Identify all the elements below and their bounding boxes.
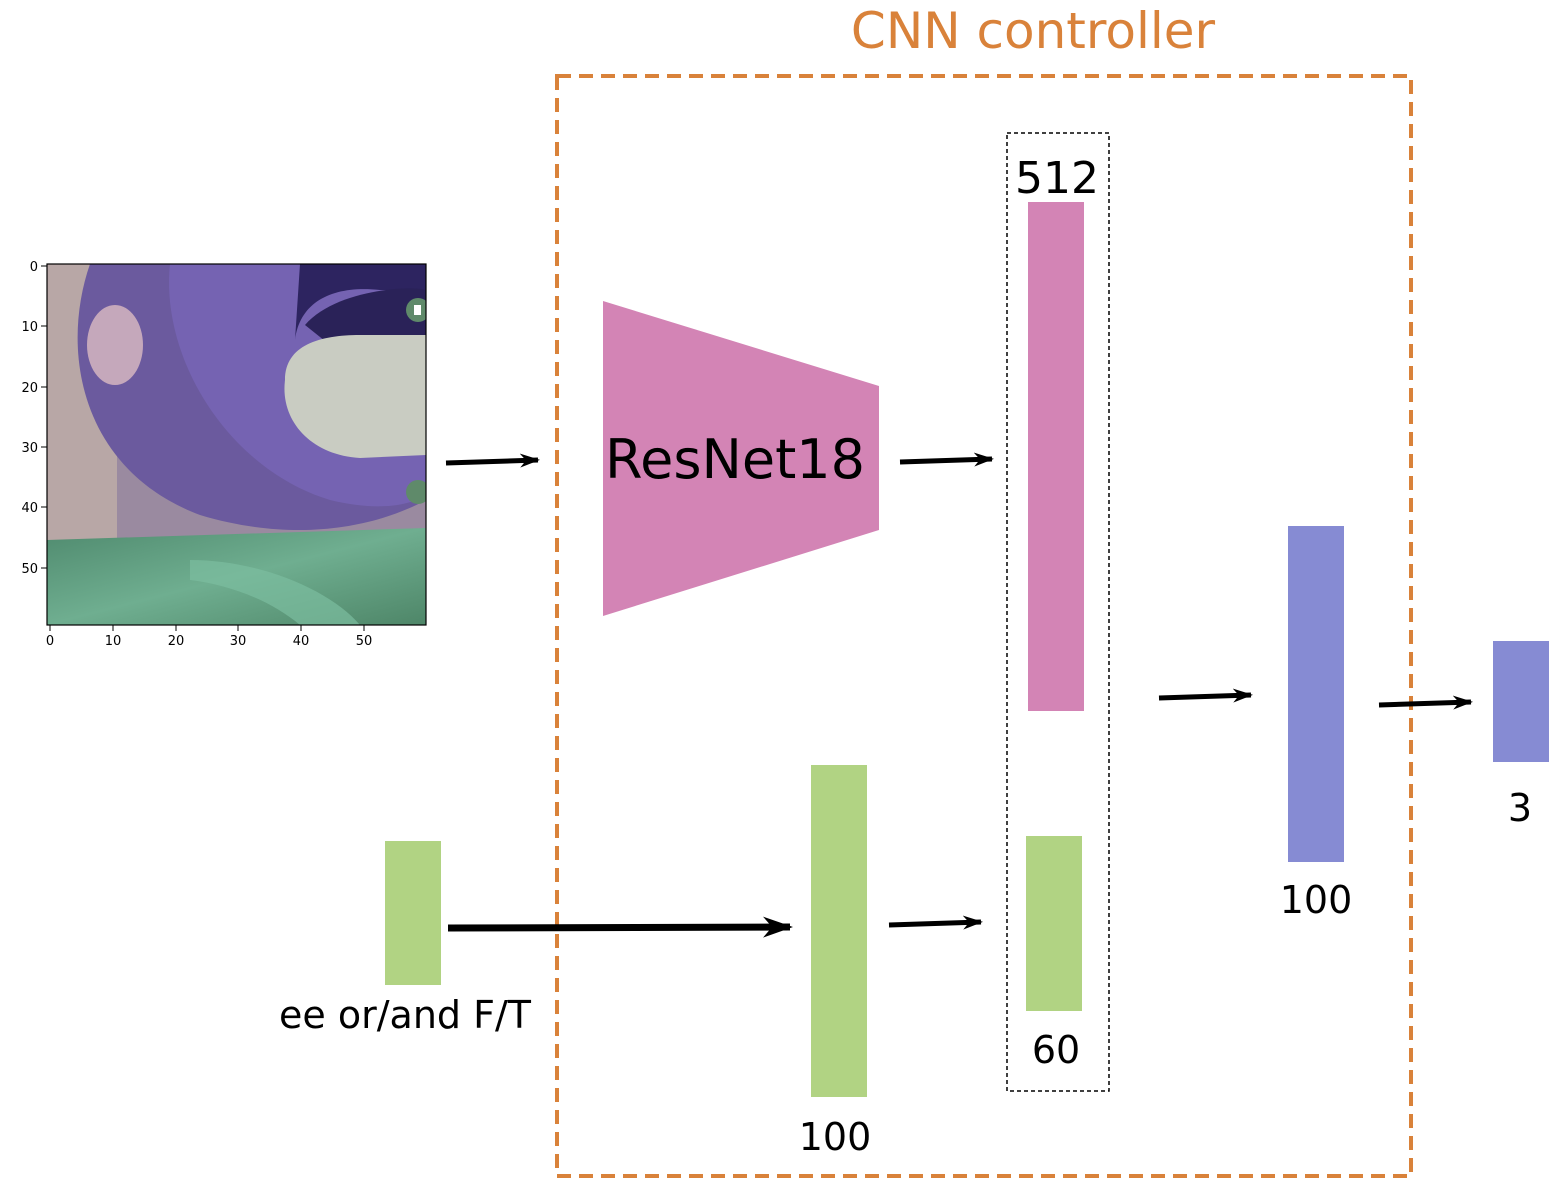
feature-512-label: 512 [1015,153,1099,204]
hidden-100-bar [1288,526,1344,862]
image-y-axis: 0 10 20 30 40 50 [21,260,47,577]
state-input-bar [385,841,441,985]
state-fc-100-bar [811,765,867,1097]
state-input-label: ee or/and F/T [279,993,532,1037]
resnet18-label: ResNet18 [605,428,865,491]
y-tick-label: 40 [21,501,38,516]
x-tick-label: 0 [46,634,54,649]
x-tick-label: 10 [105,634,122,649]
feature-60-bar [1026,836,1082,1011]
output-3-bar [1493,641,1549,762]
image-x-axis: 0 10 20 30 40 50 [46,625,372,649]
arrow-state-to-fc [447,916,793,938]
arrow-fc-to-concat [888,915,983,930]
y-tick-label: 20 [21,381,38,396]
arrow-concat-to-hidden [1158,688,1253,703]
concat-box [1006,132,1110,1092]
resnet18-block [603,301,879,616]
arrow-hidden-to-output [1378,695,1473,710]
y-tick-label: 30 [21,441,38,456]
y-tick-label: 50 [21,562,38,577]
state-fc-100-label: 100 [799,1115,872,1159]
feature-60-label: 60 [1032,1028,1080,1072]
diagram-title: CNN controller [851,2,1216,60]
arrow-resnet-to-features [899,452,994,467]
x-tick-label: 50 [356,634,373,649]
hidden-100-label: 100 [1280,878,1353,922]
y-tick-label: 10 [21,320,38,335]
x-tick-label: 20 [168,634,185,649]
output-3-label: 3 [1508,786,1532,830]
controller-boundary [555,74,1413,1178]
y-tick-label: 0 [30,260,38,275]
input-image-frame [46,263,427,626]
x-tick-label: 40 [293,634,310,649]
x-tick-label: 30 [230,634,247,649]
feature-512-bar [1028,202,1084,711]
input-camera-image [47,264,426,625]
arrow-image-to-resnet [445,453,540,468]
